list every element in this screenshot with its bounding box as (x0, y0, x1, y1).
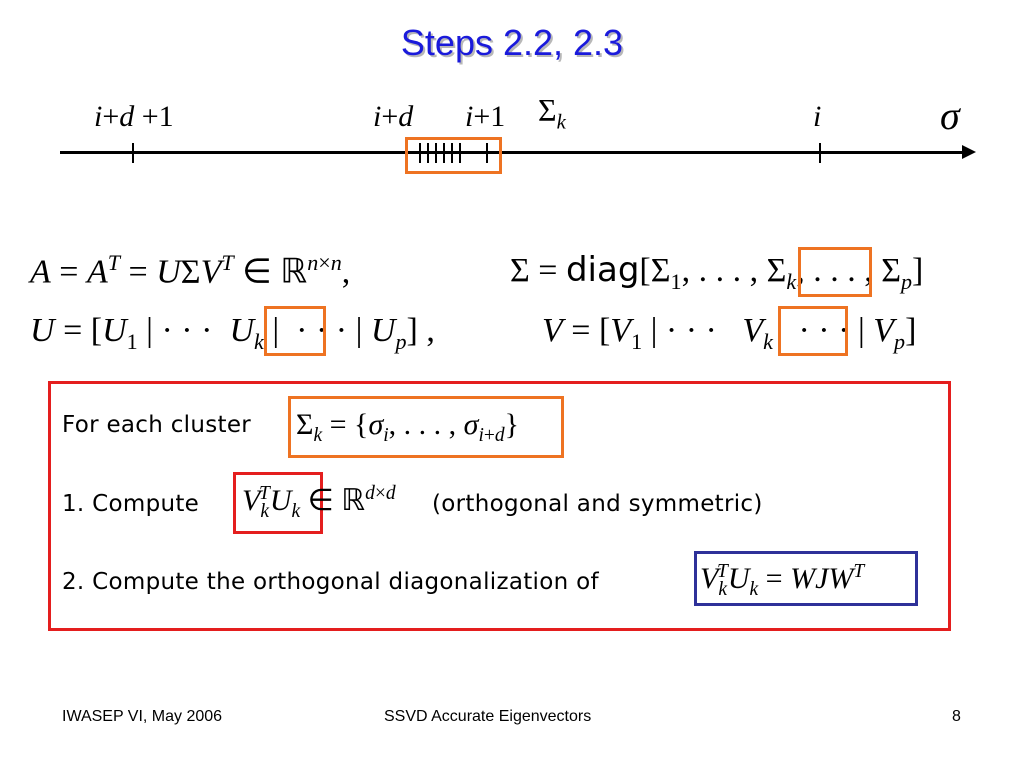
equation-line-2-v: V = [V1 | · · · Vk · · · | Vp] (542, 312, 917, 354)
axis-label-sigma: σ (940, 93, 960, 138)
axis-tick (443, 143, 445, 163)
step-1-text: 1. Compute (62, 491, 200, 517)
sigma-k-highlight-box (798, 247, 872, 297)
step-2-math: VkTUk = WJWT (700, 561, 865, 600)
axis-tick (486, 143, 488, 163)
u-k-highlight-box (264, 306, 326, 356)
step-1-note: (orthogonal and symmetric) (432, 491, 763, 517)
step-2-highlight-box (694, 551, 918, 606)
v-k-highlight-box (778, 306, 848, 356)
axis-label-i-plus-d-plus-1: i+d +1 (94, 100, 174, 133)
algorithm-box (48, 381, 951, 631)
axis-tick (459, 143, 461, 163)
axis-tick (435, 143, 437, 163)
step-2-text: 2. Compute the orthogonal diagonalizatio… (62, 569, 599, 595)
axis-label-sigma-k: Σk (538, 92, 566, 134)
cluster-intro-text: For each cluster (62, 412, 252, 438)
equation-sigma-diag: Σ = diag[Σ1, . . . , Σk, . . . , Σp] (510, 250, 924, 294)
cluster-definition: Σk = {σi, . . . , σi+d} (296, 408, 520, 446)
axis-tick (819, 143, 821, 163)
axis-label-i-plus-1: i+1 (465, 100, 506, 133)
footer-talk-title: SSVD Accurate Eigenvectors (384, 708, 592, 725)
axis-tick (451, 143, 453, 163)
footer-page-number: 8 (952, 708, 961, 725)
step-1-highlight-box (233, 472, 323, 534)
equation-line-1: A = AT = UΣVT ∈ ℝn×n, (30, 250, 351, 291)
axis-arrow-icon (962, 145, 976, 159)
footer-conference: IWASEP VI, May 2006 (62, 708, 223, 725)
axis-tick (132, 143, 134, 163)
cluster-highlight-box (405, 137, 502, 174)
axis-label-i: i (813, 100, 822, 133)
axis-label-i-plus-d: i+d (373, 100, 414, 133)
cluster-definition-box (288, 396, 564, 458)
axis-line (60, 151, 966, 154)
step-1-math: VkTUk ∈ ℝd×d (242, 483, 396, 522)
axis-tick (427, 143, 429, 163)
axis-tick (419, 143, 421, 163)
slide-title: Steps 2.2, 2.3 (400, 22, 624, 63)
equation-line-2-u: U = [U1 | · · · Uk | · · · | Up] , (30, 312, 435, 354)
